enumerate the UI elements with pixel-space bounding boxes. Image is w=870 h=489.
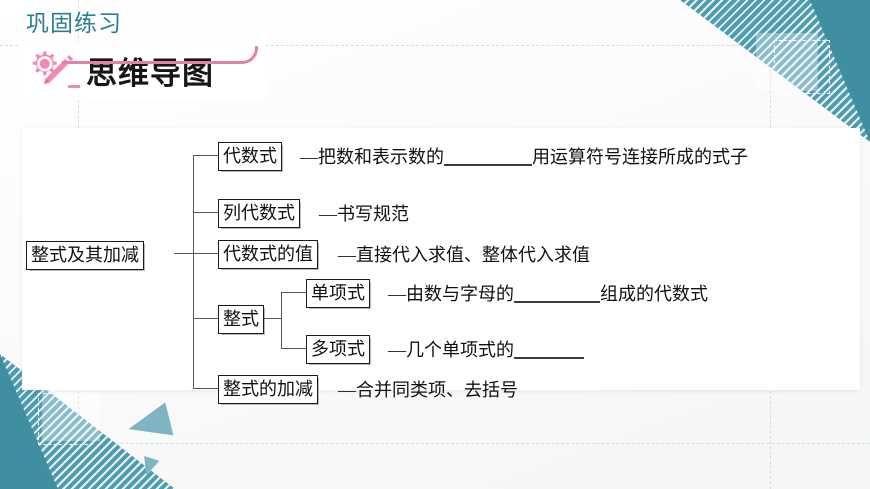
decoration-triangle-top-right (680, 0, 870, 142)
desc-dash-4-2: — (388, 340, 406, 360)
mindmap-node-4-2[interactable]: 多项式 (306, 335, 370, 364)
triangle-stripe-overlay (680, 0, 870, 142)
connector-node4-to-substem (264, 318, 282, 319)
desc-text-before-3: 直接代入求值、整体代入求值 (356, 245, 590, 265)
connector-branch-4 (193, 318, 218, 319)
connector-branch-5 (193, 388, 218, 389)
guide-line-horizontal-bottom (0, 443, 870, 444)
fill-in-blank-3[interactable] (514, 357, 584, 359)
mindmap-root-node[interactable]: 整式及其加减 (26, 241, 144, 270)
desc-text-before-5: 合并同类项、去括号 (356, 380, 518, 400)
connector-root-to-spine (174, 253, 194, 254)
connector-sub-spine (281, 292, 282, 348)
fill-in-blank-2[interactable] (514, 301, 600, 303)
desc-text-before-2: 书写规范 (337, 204, 409, 224)
desc-dash-3: — (338, 245, 356, 265)
mindmap-desc-2: —书写规范 (319, 205, 409, 223)
connector-branch-2 (193, 212, 218, 213)
mindmap-desc-5: —合并同类项、去括号 (338, 381, 518, 399)
connector-spine (193, 155, 194, 388)
mindmap-desc-4-2: —几个单项式的 (388, 341, 584, 359)
title-underline-swoosh (62, 46, 258, 64)
triangle-glass-square (756, 33, 818, 91)
dashed-square-outline-top (774, 40, 830, 94)
mindmap-node-1[interactable]: 代数式 (218, 142, 282, 171)
desc-dash-4-1: — (388, 284, 406, 304)
mindmap-diagram: 整式及其加减 代数式 —把数和表示数的用运算符号连接所成的式子 列代数式 —书写… (0, 128, 870, 408)
gear-pencil-icon (24, 47, 80, 93)
mindmap-node-4-1[interactable]: 单项式 (306, 279, 370, 308)
section-kicker: 巩固练习 (26, 11, 122, 36)
connector-branch-3 (193, 253, 218, 254)
desc-dash-2: — (319, 204, 337, 224)
connector-branch-1 (193, 155, 218, 156)
triangle-solid-shape (680, 0, 870, 142)
desc-text-before-4-1: 由数与字母的 (406, 284, 514, 304)
mindmap-node-3[interactable]: 代数式的值 (218, 240, 318, 269)
desc-dash-1: — (300, 147, 318, 167)
fill-in-blank-1[interactable] (444, 164, 532, 166)
desc-text-before-4-2: 几个单项式的 (406, 340, 514, 360)
mindmap-desc-4-1: —由数与字母的 组成的代数式 (388, 285, 708, 303)
dashed-line-vertical-top (774, 40, 775, 94)
desc-text-after-1: 用运算符号连接所成的式子 (532, 147, 748, 167)
mindmap-node-5[interactable]: 整式的加减 (218, 375, 318, 404)
floating-triangle-large (124, 402, 174, 446)
connector-sub-branch-2 (281, 348, 306, 349)
floating-triangle-small (138, 455, 160, 479)
triangle-dark-edge (810, 0, 870, 142)
desc-dash-5: — (338, 380, 356, 400)
connector-sub-branch-1 (281, 292, 306, 293)
mindmap-node-2[interactable]: 列代数式 (218, 199, 300, 228)
desc-text-after-4-1: 组成的代数式 (600, 284, 708, 304)
mindmap-desc-1: —把数和表示数的 用运算符号连接所成的式子 (300, 148, 748, 166)
content-panel (22, 128, 860, 390)
mindmap-node-4[interactable]: 整式 (218, 305, 264, 334)
mindmap-desc-3: —直接代入求值、整体代入求值 (338, 246, 590, 264)
desc-text-before-1: 把数和表示数的 (318, 147, 444, 167)
